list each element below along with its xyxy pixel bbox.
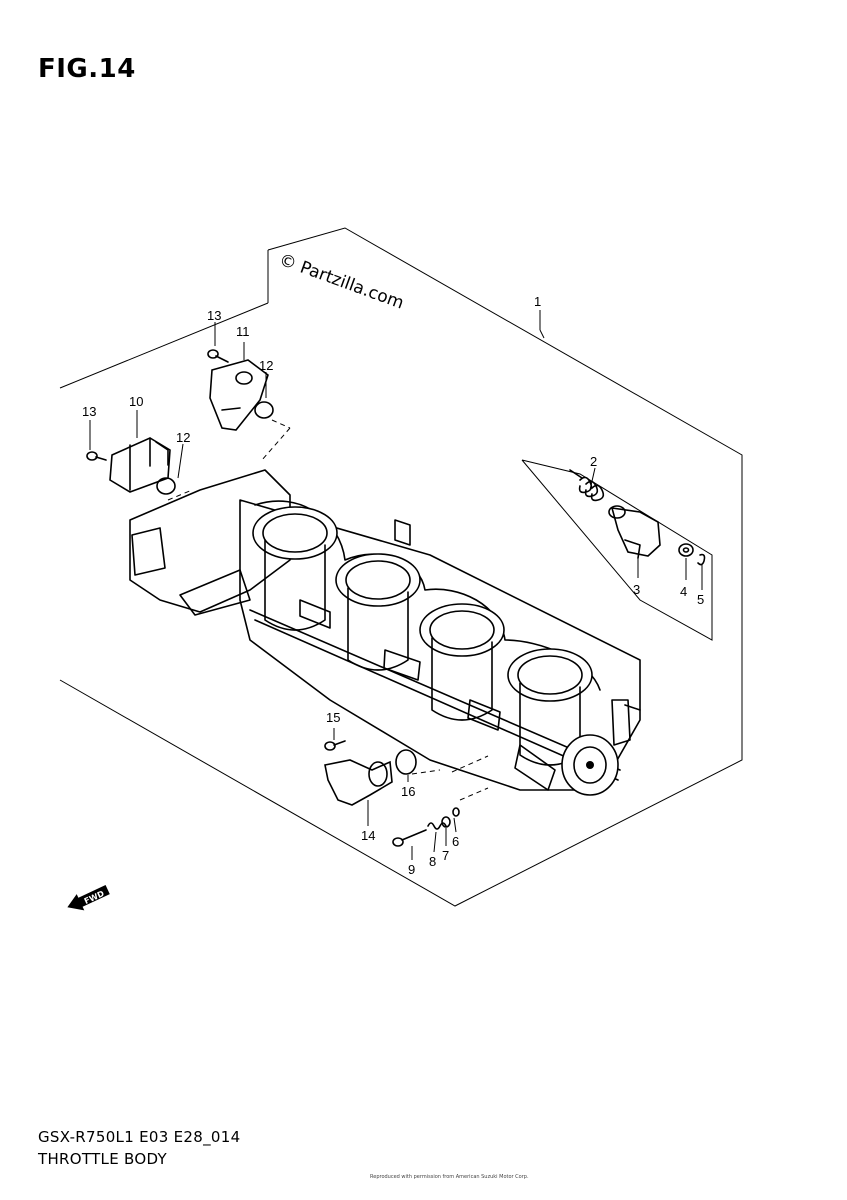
part-14-sensor [324,759,393,806]
part-15-screw [324,740,346,751]
callout-15: 15 [326,710,340,725]
copyright-footer: Reproduced with permission from American… [370,1174,529,1180]
throttle-pulley [561,699,641,796]
callout-14: 14 [361,828,375,843]
throttle-bore-1 [252,506,338,631]
callout-4: 4 [680,584,687,599]
callout-1: 1 [534,294,541,309]
callout-9: 9 [408,862,415,877]
callout-labels: 1 2 3 4 5 6 7 8 9 10 11 12 12 13 13 14 1… [82,294,704,877]
leader-lines [89,310,703,860]
part-13b-screw [86,451,107,461]
callout-6: 6 [452,834,459,849]
callout-7: 7 [442,848,449,863]
callout-2: 2 [590,454,597,469]
callout-12a: 12 [259,358,273,373]
throttle-body [129,469,641,796]
throttle-bore-2 [335,553,421,671]
callout-16: 16 [401,784,415,799]
forward-arrow-icon: FWD [67,885,110,911]
part-6-o-ring [452,807,460,817]
callout-13b: 13 [82,404,96,419]
callout-13a: 13 [207,308,221,323]
part-7-washer [441,816,451,828]
part-4-washer [678,543,694,557]
forward-label: FWD [83,889,106,906]
part-2-spring [569,469,605,502]
callout-8: 8 [429,854,436,869]
model-code: GSX-R750L1 E03 E28_014 [38,1128,241,1146]
figure-name: THROTTLE BODY [38,1150,167,1168]
part-3-idle-actuator [608,505,661,559]
callout-5: 5 [697,592,704,607]
callout-10: 10 [129,394,143,409]
assembly-outline [59,227,743,907]
callout-12b: 12 [176,430,190,445]
part-13a-screw [207,349,229,363]
callout-3: 3 [633,582,640,597]
subassembly-outline-2-5 [521,459,713,641]
figure-title: FIG.14 [38,54,136,84]
throttle-bore-3 [419,603,505,721]
part-12a-o-ring [254,401,274,419]
assembly-outline-left [59,302,269,389]
callout-11: 11 [236,324,250,339]
part-9-bolt [392,829,427,847]
part-12b-o-ring [156,477,176,495]
part-5-clip [697,553,706,566]
part-10-sensor [109,437,171,493]
part-16-o-ring [395,749,417,775]
part-11-throttle-position-sensor [209,359,269,431]
watermark: © Partzilla.com [276,250,406,314]
part-8-spring [427,822,447,830]
